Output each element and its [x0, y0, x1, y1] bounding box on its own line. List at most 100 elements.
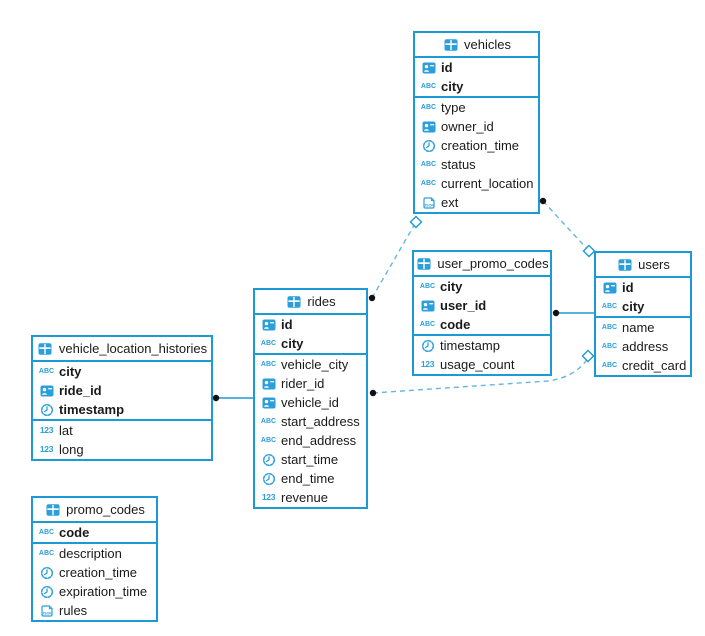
text-abc-icon: ABC	[419, 283, 436, 290]
column-name: timestamp	[440, 338, 500, 353]
column-name: ride_id	[59, 383, 102, 398]
column-name: end_address	[281, 433, 357, 448]
text-abc-icon: ABC	[601, 362, 618, 369]
column-row: id	[255, 315, 366, 334]
person-id-icon	[420, 61, 437, 75]
column-name: ext	[441, 195, 459, 210]
child-dot-marker	[369, 389, 377, 397]
column-name: vehicle_id	[281, 395, 339, 410]
timestamp-clock-icon	[38, 585, 55, 599]
relation-vehicles-to-users[interactable]	[539, 197, 596, 258]
table-header: user_promo_codes	[414, 252, 550, 277]
timestamp-clock-icon	[260, 453, 277, 467]
column-row: ABC description	[33, 544, 156, 563]
relation-user_promo_codes-to-users[interactable]	[552, 309, 594, 317]
text-abc-icon: ABC	[38, 550, 55, 557]
column-name: description	[59, 546, 122, 561]
column-row: ABC end_address	[255, 431, 366, 450]
text-abc-icon: ABC	[601, 303, 618, 310]
number-123-icon: 123	[261, 492, 276, 503]
table-header: users	[596, 253, 690, 278]
column-name: creation_time	[441, 138, 520, 153]
column-row: 123 usage_count	[414, 355, 550, 374]
table-grid-icon	[442, 38, 459, 52]
table-grid-icon	[37, 342, 54, 356]
column-name: long	[59, 442, 84, 457]
column-row: creation_time	[33, 563, 156, 582]
column-row: start_time	[255, 450, 366, 469]
text-abc-icon: ABC	[419, 321, 436, 328]
column-name: expiration_time	[59, 584, 148, 599]
parent-diamond-marker	[409, 215, 423, 229]
person-id-icon	[260, 318, 277, 332]
person-id-icon	[260, 396, 277, 410]
column-name: id	[622, 280, 634, 295]
column-name: city	[622, 299, 645, 314]
child-dot-marker	[552, 309, 560, 317]
text-abc-icon: ABC	[420, 104, 437, 111]
column-name: owner_id	[441, 119, 494, 134]
person-id-icon	[419, 299, 436, 313]
column-row: timestamp	[33, 400, 211, 419]
column-name: usage_count	[440, 357, 515, 372]
column-row: user_id	[414, 296, 550, 315]
timestamp-clock-icon	[260, 472, 277, 486]
table-title: vehicles	[464, 37, 511, 52]
column-row: expiration_time	[33, 582, 156, 601]
column-name: start_address	[281, 414, 360, 429]
child-dot-marker	[539, 197, 547, 205]
column-name: city	[441, 79, 464, 94]
table-title: rides	[307, 294, 336, 309]
relation-vehicle_location_histories-to-rides[interactable]	[212, 394, 253, 402]
table-title: user_promo_codes	[437, 256, 549, 271]
column-name: timestamp	[59, 402, 125, 417]
table-title: promo_codes	[66, 502, 145, 517]
table-header: vehicles	[415, 33, 538, 58]
column-name: type	[441, 100, 466, 115]
column-name: end_time	[281, 471, 335, 486]
column-name: vehicle_city	[281, 357, 349, 372]
child-dot-marker	[368, 294, 376, 302]
text-abc-icon: ABC	[601, 343, 618, 350]
number-123-icon: 123	[420, 359, 435, 370]
column-name: code	[440, 317, 471, 332]
text-abc-icon: ABC	[260, 437, 277, 444]
column-row: id	[415, 58, 538, 77]
person-id-icon	[601, 281, 618, 295]
column-name: code	[59, 525, 90, 540]
text-abc-icon: ABC	[601, 324, 618, 331]
person-id-icon	[260, 377, 277, 391]
person-id-icon	[420, 120, 437, 134]
columns-section: timestamp 123 usage_count	[414, 336, 550, 374]
person-id-icon	[38, 384, 55, 398]
table-title: users	[638, 257, 670, 272]
column-name: id	[441, 60, 453, 75]
column-name: current_location	[441, 176, 534, 191]
number-123-icon: 123	[39, 425, 54, 436]
column-row: timestamp	[414, 336, 550, 355]
column-row: ride_id	[33, 381, 211, 400]
column-row: end_time	[255, 469, 366, 488]
column-name: lat	[59, 423, 73, 438]
timestamp-clock-icon	[38, 566, 55, 580]
